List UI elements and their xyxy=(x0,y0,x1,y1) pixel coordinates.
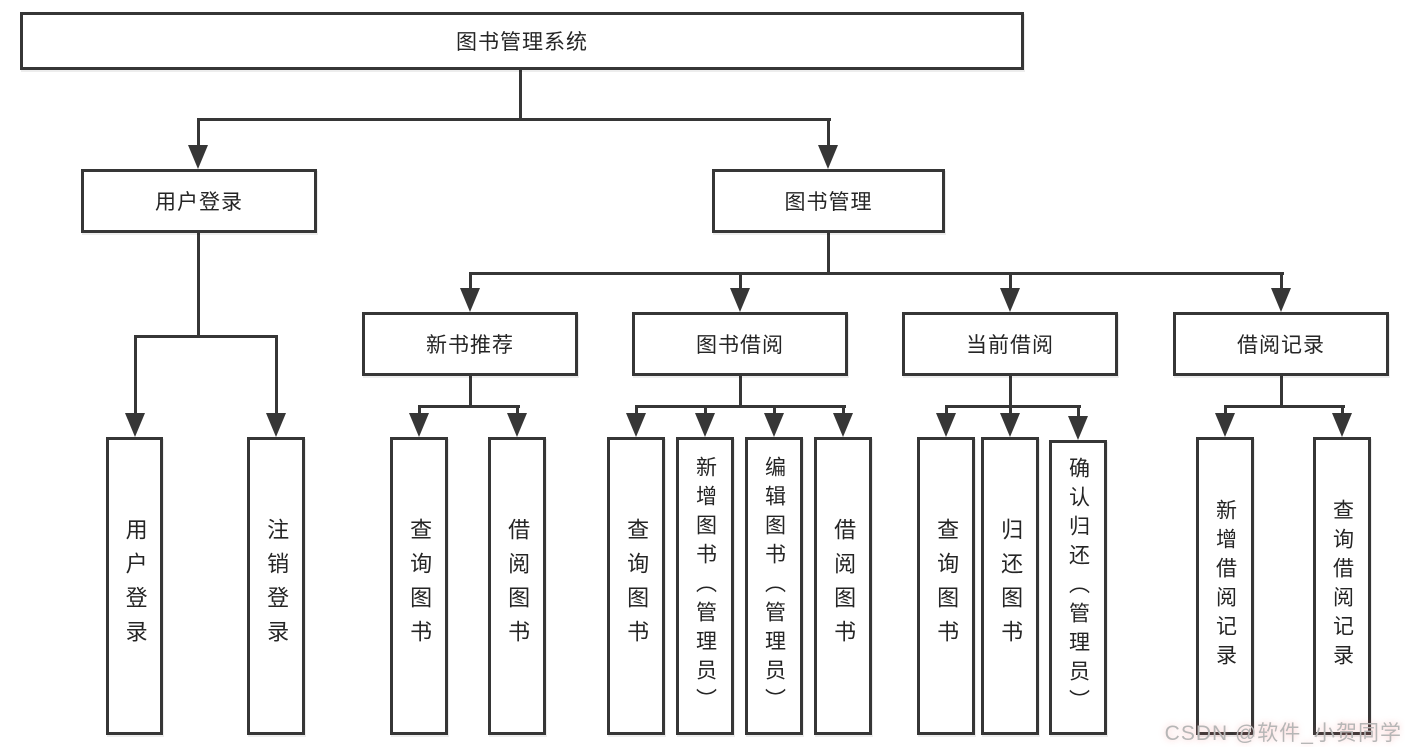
connector-line xyxy=(945,405,1081,408)
node-label: 借阅图书 xyxy=(831,518,857,654)
connector-line xyxy=(1280,376,1283,408)
node-label: 注销登录 xyxy=(264,518,290,654)
node-label: 图书管理 xyxy=(784,191,873,214)
connector-line xyxy=(1009,272,1012,294)
arrow-down-icon xyxy=(188,145,208,169)
node-label: 用户登录 xyxy=(122,518,148,654)
node-current-borrow: 当前借阅 xyxy=(902,312,1118,376)
connector-line xyxy=(739,376,742,408)
connector-line xyxy=(197,233,200,337)
node-label: 图书管理系统 xyxy=(456,31,588,54)
connector-line xyxy=(197,118,200,151)
node-cb-confirm-return: 确认归还（管理员） xyxy=(1049,440,1107,735)
arrow-down-icon xyxy=(833,413,853,437)
node-label: 图书借阅 xyxy=(696,334,784,357)
node-label: 新书推荐 xyxy=(426,334,514,357)
node-book-mgmt: 图书管理 xyxy=(712,169,945,233)
node-label: 新增借阅记录 xyxy=(1213,499,1237,673)
arrow-down-icon xyxy=(730,288,750,312)
node-label: 新增图书（管理员） xyxy=(693,455,717,717)
arrow-down-icon xyxy=(1068,416,1088,440)
connector-line xyxy=(134,335,137,419)
arrow-down-icon xyxy=(1000,288,1020,312)
node-user-login: 用户登录 xyxy=(81,169,317,233)
arrow-down-icon xyxy=(125,413,145,437)
node-bb-edit-book: 编辑图书（管理员） xyxy=(745,437,803,735)
connector-line xyxy=(1224,405,1345,408)
node-label: 借阅图书 xyxy=(505,518,531,654)
connector-line xyxy=(516,405,519,419)
connector-line xyxy=(418,405,421,419)
arrow-down-icon xyxy=(1215,413,1235,437)
node-book-borrow: 图书借阅 xyxy=(632,312,848,376)
connector-line xyxy=(739,272,742,294)
connector-line xyxy=(1341,405,1344,419)
node-nb-query-book: 查询图书 xyxy=(390,437,448,735)
connector-line xyxy=(275,335,278,419)
connector-line xyxy=(773,405,776,419)
connector-line xyxy=(842,405,845,419)
node-label: 查询图书 xyxy=(624,518,650,654)
arrow-down-icon xyxy=(460,288,480,312)
node-bb-query-book: 查询图书 xyxy=(607,437,665,735)
node-cb-query-book: 查询图书 xyxy=(917,437,975,735)
connector-line xyxy=(134,335,278,338)
connector-line xyxy=(704,405,707,419)
connector-line xyxy=(945,405,948,419)
connector-line xyxy=(635,405,638,419)
node-login: 用户登录 xyxy=(106,437,163,735)
node-logout: 注销登录 xyxy=(247,437,305,735)
watermark: CSDN @软件_小贺同学 xyxy=(1164,722,1402,745)
connector-line xyxy=(1280,272,1283,294)
node-label: 查询借阅记录 xyxy=(1330,499,1354,673)
node-new-book-recommend: 新书推荐 xyxy=(362,312,578,376)
arrow-down-icon xyxy=(266,413,286,437)
node-label: 查询图书 xyxy=(934,518,960,654)
connector-line xyxy=(1009,376,1012,408)
connector-line xyxy=(469,376,472,408)
node-label: 用户登录 xyxy=(155,191,243,214)
node-label: 当前借阅 xyxy=(966,334,1054,357)
node-br-add-record: 新增借阅记录 xyxy=(1196,437,1254,735)
arrow-down-icon xyxy=(936,413,956,437)
arrow-down-icon xyxy=(1271,288,1291,312)
arrow-down-icon xyxy=(1000,413,1020,437)
arrow-down-icon xyxy=(507,413,527,437)
node-label: 归还图书 xyxy=(998,518,1024,654)
connector-line xyxy=(1077,405,1080,422)
node-label: 查询图书 xyxy=(407,518,433,654)
node-label: 借阅记录 xyxy=(1237,334,1325,357)
node-br-query-record: 查询借阅记录 xyxy=(1313,437,1371,735)
node-label: 编辑图书（管理员） xyxy=(762,455,786,717)
arrow-down-icon xyxy=(409,413,429,437)
connector-line xyxy=(469,272,472,294)
node-bb-borrow-book: 借阅图书 xyxy=(814,437,872,735)
node-cb-return-book: 归还图书 xyxy=(981,437,1039,735)
node-borrow-record: 借阅记录 xyxy=(1173,312,1389,376)
node-root-system: 图书管理系统 xyxy=(20,12,1024,70)
connector-line xyxy=(197,118,831,121)
connector-line xyxy=(519,70,522,121)
node-nb-borrow-book: 借阅图书 xyxy=(488,437,546,735)
node-label: 确认归还（管理员） xyxy=(1066,457,1090,718)
connector-line xyxy=(469,272,1284,275)
connector-line xyxy=(1009,405,1012,419)
arrow-down-icon xyxy=(695,413,715,437)
connector-line xyxy=(418,405,520,408)
connector-line xyxy=(635,405,846,408)
arrow-down-icon xyxy=(818,145,838,169)
connector-line xyxy=(1224,405,1227,419)
node-bb-add-book: 新增图书（管理员） xyxy=(676,437,734,735)
connector-line xyxy=(827,118,830,151)
arrow-down-icon xyxy=(1332,413,1352,437)
connector-line xyxy=(827,233,830,275)
arrow-down-icon xyxy=(764,413,784,437)
arrow-down-icon xyxy=(626,413,646,437)
